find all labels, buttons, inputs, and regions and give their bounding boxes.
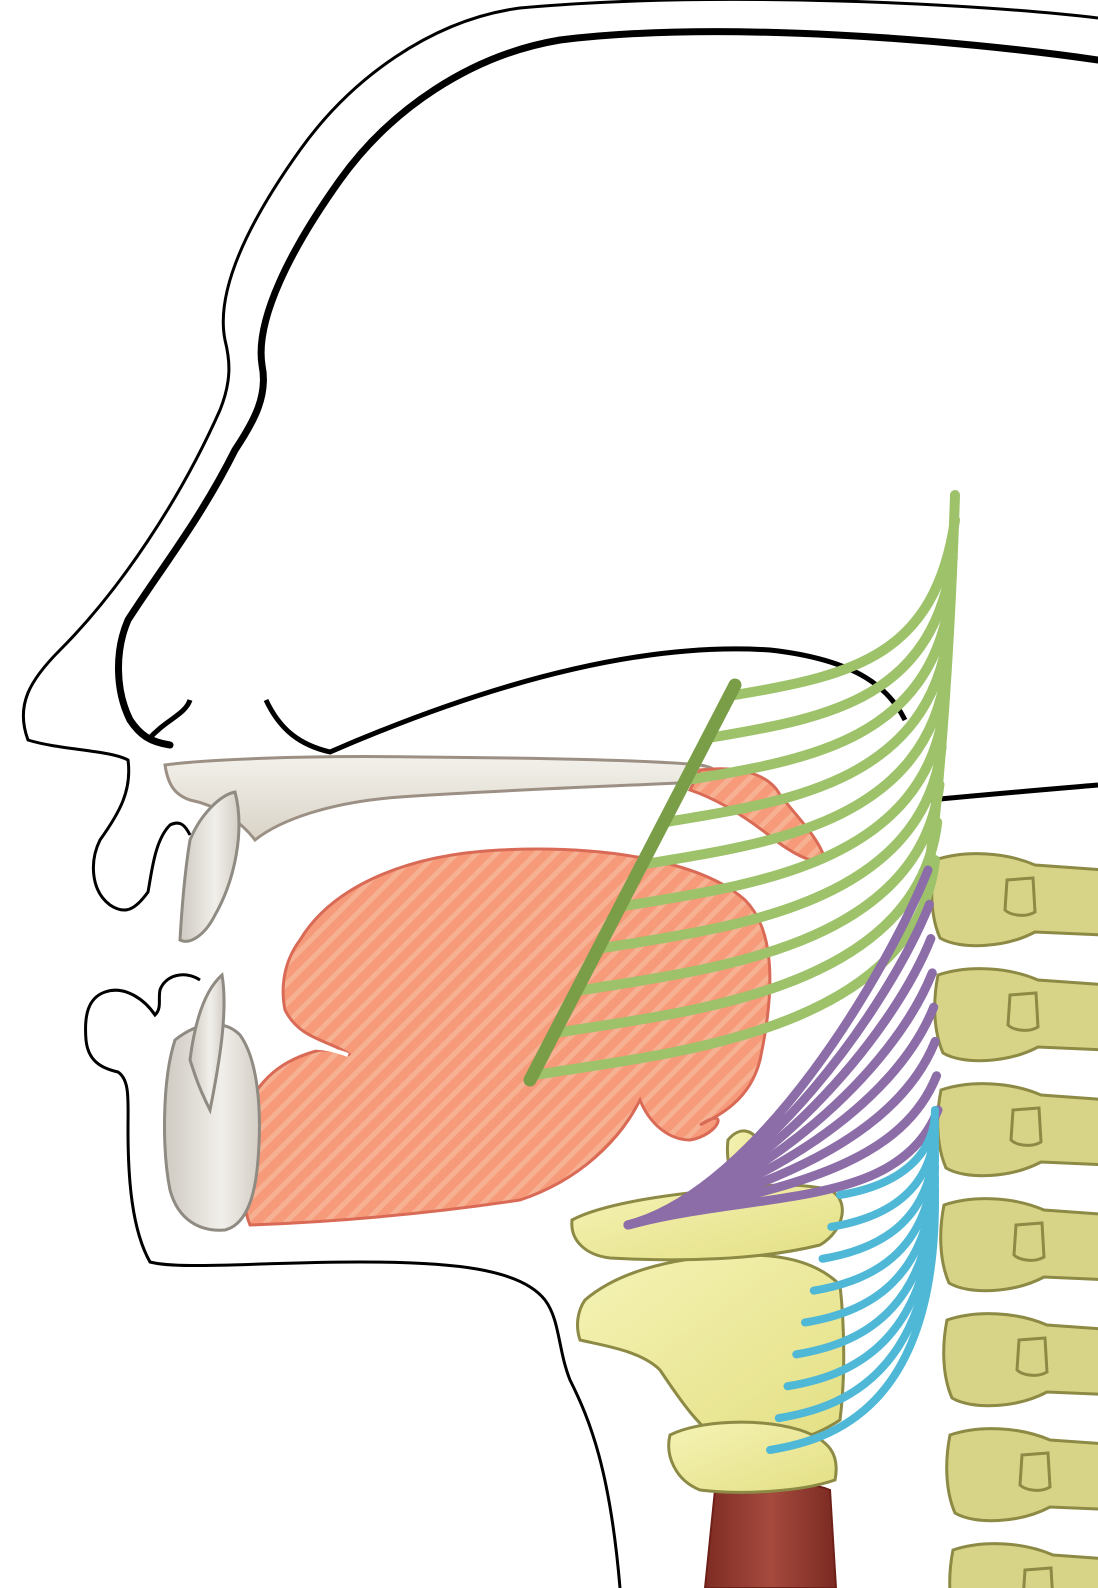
cervical-vertebrae xyxy=(932,854,1098,1588)
oral-cavity-line xyxy=(266,649,905,752)
trachea xyxy=(705,1482,836,1588)
vertebra xyxy=(935,969,1098,1061)
vertebra-body xyxy=(941,1199,1098,1291)
upper-incisor xyxy=(180,792,239,941)
vertebra xyxy=(944,1314,1098,1406)
vertebra xyxy=(932,854,1098,946)
vertebra-body xyxy=(938,1084,1098,1176)
hard-palate xyxy=(165,757,717,840)
vertebra-body xyxy=(932,854,1098,946)
vertebra-body xyxy=(944,1314,1098,1406)
vertebra-body xyxy=(935,969,1098,1061)
vertebra xyxy=(947,1429,1098,1521)
upper-lip-detail xyxy=(148,700,190,740)
tongue xyxy=(241,849,770,1225)
vertebra-body xyxy=(947,1429,1098,1521)
vertebra xyxy=(941,1199,1098,1291)
pharynx-wall-line xyxy=(930,785,1098,800)
vertebra xyxy=(938,1084,1098,1176)
vertebra xyxy=(950,1544,1098,1588)
